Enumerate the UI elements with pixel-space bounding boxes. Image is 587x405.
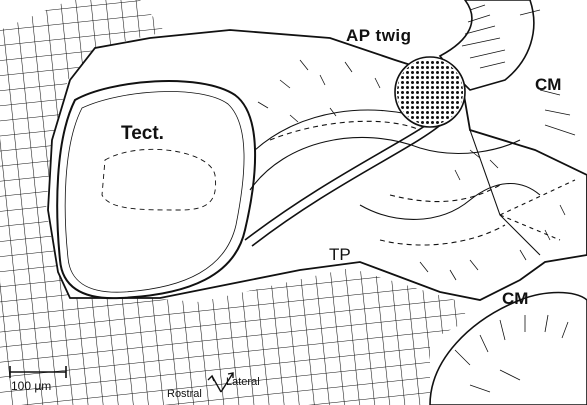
ap-twig-dots [397, 59, 463, 125]
lateral-label: Lateral [226, 377, 260, 388]
scale-bar-label: 100 µm [11, 380, 51, 392]
ap-twig-label: AP twig [346, 27, 412, 44]
tectum-label: Tect. [121, 124, 164, 143]
cm-upper-label: CM [535, 76, 561, 93]
cm-lower-label: CM [502, 290, 528, 307]
rostral-label: Rostral [167, 389, 202, 400]
tp-label: TP [329, 246, 351, 263]
tectum-outline [57, 81, 255, 298]
